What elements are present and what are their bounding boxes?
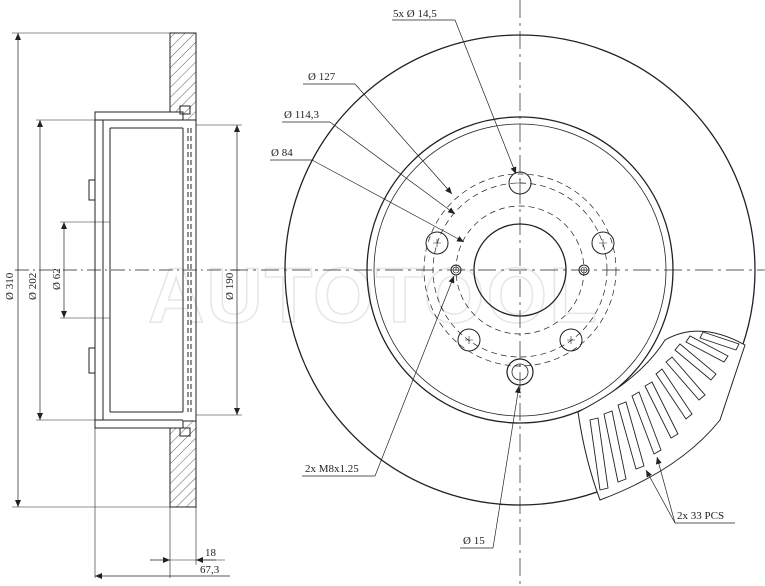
side-view-labels: Ø 310 Ø 202 Ø 62 Ø 190 18 67,3	[4, 268, 236, 576]
leader-lines	[270, 19, 735, 549]
dim-vanes: 2x 33 PCS	[677, 510, 724, 522]
dim-hat-inner: Ø 190	[224, 272, 236, 300]
dim-hub-outer: Ø 202	[27, 273, 39, 300]
vent-fins	[589, 331, 740, 491]
center-bore	[473, 223, 567, 317]
dim-center-bore: Ø 62	[51, 268, 63, 290]
watermark-text: AUTOTOOL	[148, 251, 599, 339]
thread-hole-left	[450, 264, 462, 276]
front-view-labels: 5x Ø 14,5 Ø 127 Ø 114,3 Ø 84 2x M8x1.25 …	[271, 8, 724, 547]
disc-outer-edge	[284, 34, 756, 506]
dim-pcd-114: Ø 114,3	[284, 109, 320, 121]
section-bottom-ring	[169, 420, 197, 508]
hat-outer-circle	[366, 116, 674, 424]
dim-pcd-84: Ø 84	[271, 147, 293, 159]
side-section-view	[12, 32, 242, 579]
dim-height: 67,3	[200, 564, 220, 576]
pin-hole	[506, 358, 534, 386]
thread-hole-right	[578, 264, 590, 276]
section-top-ring	[169, 32, 197, 121]
dim-total-diameter: Ø 310	[4, 272, 16, 300]
front-view	[230, 0, 765, 586]
dim-bolt-holes: 5x Ø 14,5	[393, 8, 437, 20]
dim-pin-hole: Ø 15	[463, 535, 485, 547]
bolt-holes	[425, 171, 615, 352]
dim-pcd-127: Ø 127	[308, 71, 336, 83]
dim-thread: 2x M8x1.25	[305, 463, 359, 475]
dim-thickness: 18	[205, 547, 217, 559]
